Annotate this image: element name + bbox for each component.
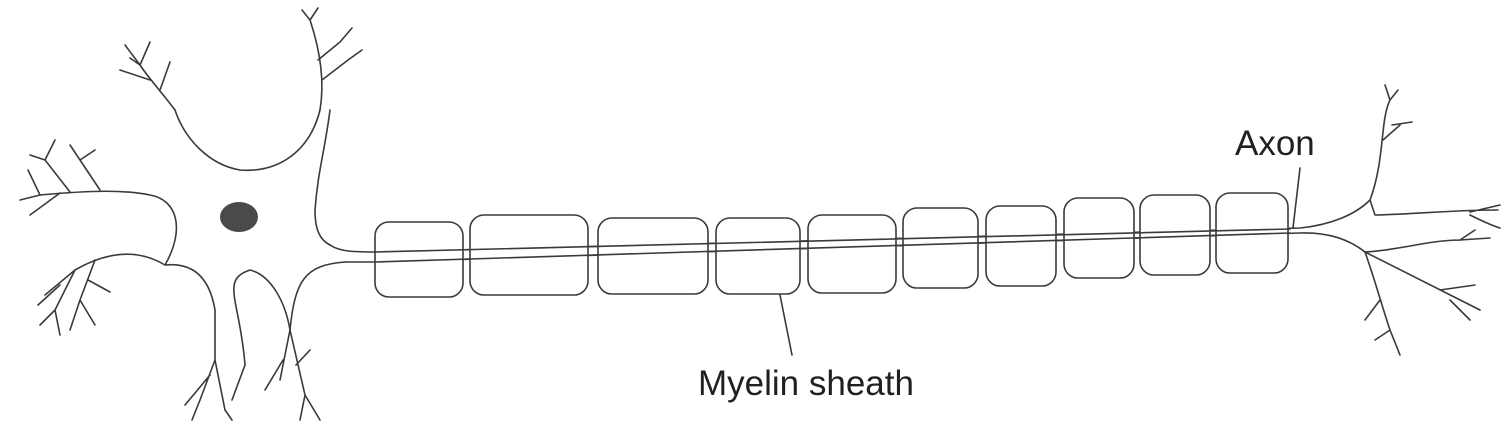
myelin-segment (597, 217, 709, 295)
axon-line-inner-top (374, 228, 1291, 253)
myelin-segment (807, 214, 897, 294)
myelin-segment (469, 214, 589, 296)
myelin-label-leader (779, 294, 793, 356)
myelin-segment (1139, 194, 1211, 276)
nucleus (220, 202, 258, 232)
axon-terminals (1364, 84, 1501, 356)
dendrites (19, 7, 363, 421)
myelin-segment (985, 205, 1057, 287)
myelin-segment (902, 207, 979, 289)
axon-line-bottom (344, 232, 1366, 263)
myelin-segment (715, 217, 801, 295)
axon-label-leader (1292, 167, 1301, 229)
axon-label: Axon (1235, 124, 1315, 163)
axon-line-top (329, 199, 1371, 253)
myelin-sheath-label: Myelin sheath (698, 364, 914, 403)
cell-body (39, 109, 346, 366)
axon-line-inner-bottom (374, 232, 1291, 263)
myelin-segments (374, 192, 1289, 298)
